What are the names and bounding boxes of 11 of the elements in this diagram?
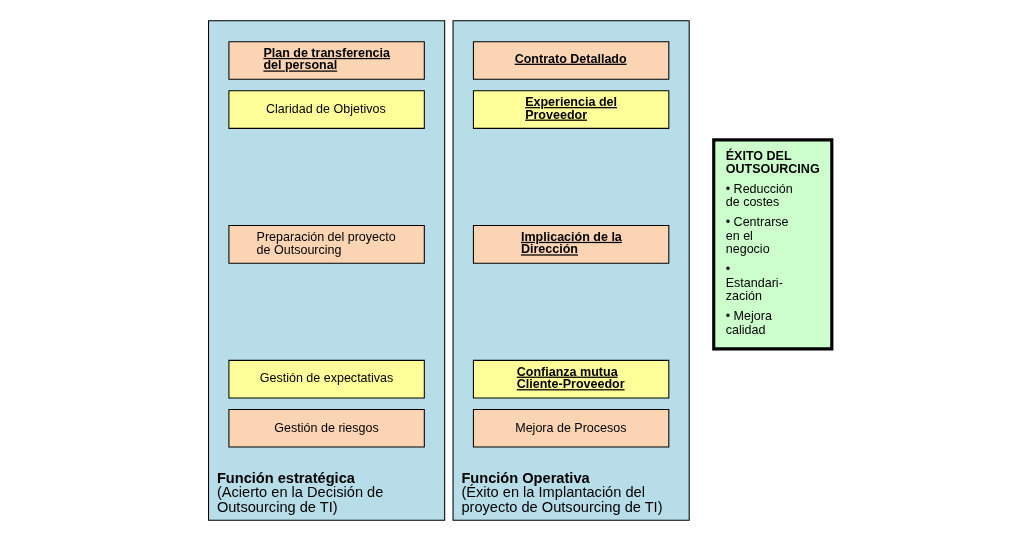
node-box: Plan de transferencia del personal (227, 41, 425, 80)
node-box: Implicación de la Dirección (472, 225, 669, 264)
node-box: Gestión de riesgos (227, 408, 425, 448)
node-box: Experiencia del Proveedor (472, 90, 669, 129)
node-box: ÉXITO DEL OUTSOURCING • Reducción de costes • Centrarse en el negocio • Estandari- zación • Mejora calidad (711, 138, 833, 351)
node-box: Claridad de Objetivos (227, 90, 425, 129)
node-box: Mejora de Procesos (472, 408, 669, 448)
node-box: Preparación del proyecto de Outsourcing (227, 225, 425, 264)
node-box: Confianza mutua Cliente-Proveedor (472, 359, 669, 399)
node-box: Gestión de expectativas (227, 359, 425, 399)
node-box: Contrato Detallado (472, 41, 669, 80)
